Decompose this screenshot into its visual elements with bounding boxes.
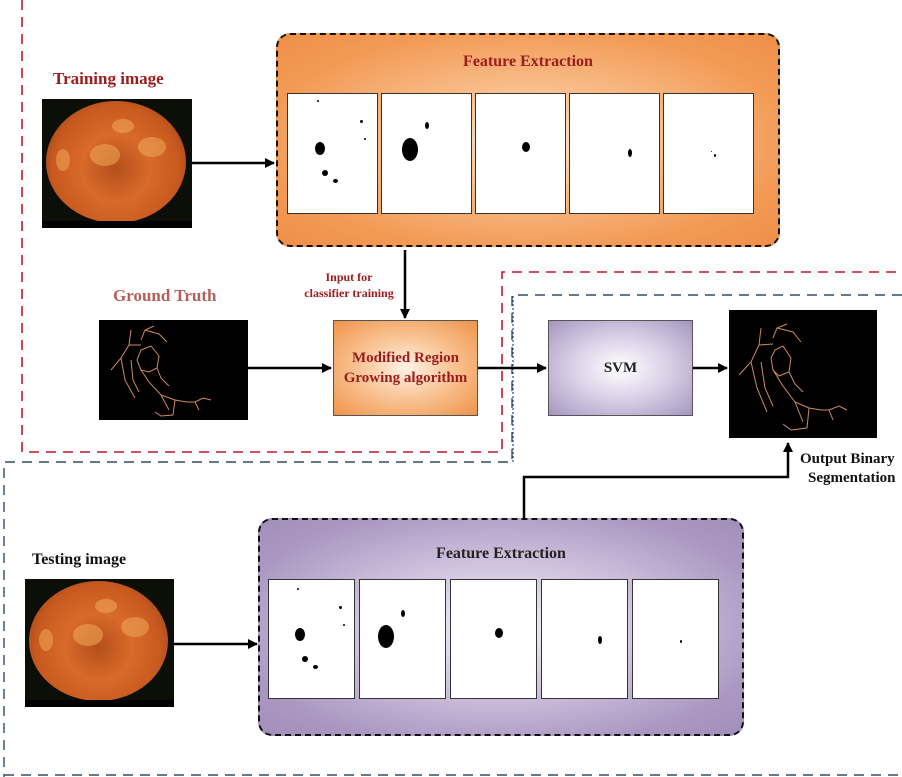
input-for-training-line1: Input for: [325, 270, 373, 284]
testing-feature-thumb-3: [450, 579, 537, 699]
ground-truth-vessel-tree: [110, 325, 212, 417]
testing-image-label: Testing image: [32, 551, 127, 568]
ground-truth-vessel-image: [99, 320, 248, 420]
training-feature-extraction-panel: Feature Extraction: [276, 33, 780, 247]
testing-feature-thumb-4: [541, 579, 628, 699]
training-feature-thumb-2: [381, 93, 472, 214]
training-feature-thumb-3: [475, 93, 566, 214]
training-feature-thumb-4: [569, 93, 660, 214]
testing-feature-thumb-2: [359, 579, 446, 699]
svm-box: SVM: [548, 320, 693, 416]
ground-truth-label: Ground Truth: [113, 286, 217, 305]
training-feature-thumb-5: [663, 93, 754, 214]
testing-feature-thumb-5: [632, 579, 719, 699]
output-segmentation-image: [729, 310, 877, 438]
output-segmentation-label: Output Binary Segmentation: [800, 450, 896, 488]
input-for-training-line2: classifier training: [304, 286, 394, 300]
input-for-training-label: Input for classifier training: [297, 269, 401, 301]
testing-fundus-image: [25, 579, 174, 707]
output-vessel-tree: [738, 323, 848, 431]
testing-feature-thumb-1: [268, 579, 355, 699]
arrow-testing-features-to-output: [522, 442, 793, 518]
output-line2: Segmentation: [808, 470, 896, 486]
testing-feature-extraction-title: Feature Extraction: [436, 545, 566, 562]
training-feature-extraction-title: Feature Extraction: [463, 53, 593, 70]
modified-region-growing-box: Modified Region Growing algorithm: [333, 320, 478, 416]
training-feature-thumb-1: [287, 93, 378, 214]
mrg-line1: Modified Region: [351, 350, 460, 366]
output-line1: Output Binary: [800, 451, 895, 467]
testing-feature-extraction-panel: Feature Extraction: [258, 518, 744, 736]
mrg-line2: Growing algorithm: [343, 370, 468, 386]
training-image-label: Training image: [53, 69, 164, 88]
training-fundus-image: [42, 99, 192, 228]
